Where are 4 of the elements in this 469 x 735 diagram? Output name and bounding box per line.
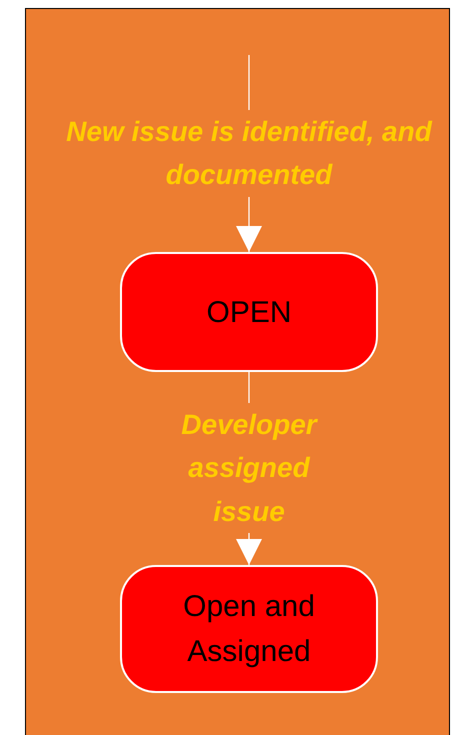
state-name: OPEN [206,294,292,330]
state-box [120,252,378,372]
state-box [120,565,378,693]
state-name: Open and Assigned [182,589,316,670]
